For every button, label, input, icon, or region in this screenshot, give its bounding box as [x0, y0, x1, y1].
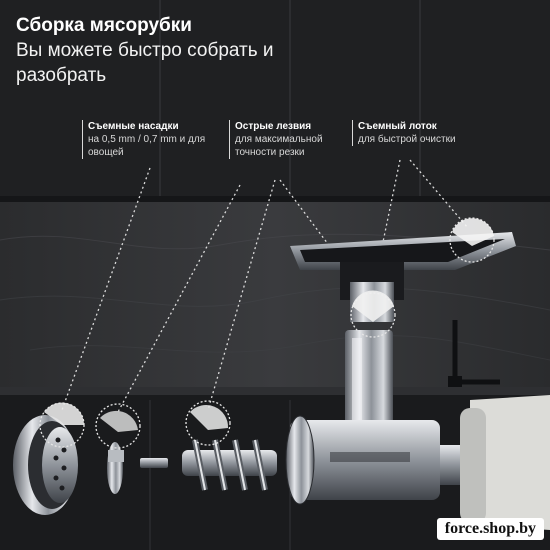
motor-housing: [470, 395, 550, 530]
callout-title: Съемный лоток: [358, 121, 437, 132]
upper-cabinets: [0, 0, 550, 200]
highlight-fills: [44, 218, 494, 432]
watermark: force.shop.by: [436, 518, 544, 540]
callout-blades: Острые лезвия для максимальной точности …: [229, 120, 345, 159]
page-subtitle: Вы можете быстро собрать и разобрать: [16, 40, 274, 86]
callout-title: Острые лезвия: [235, 121, 312, 132]
page-title: Сборка мясорубки: [16, 15, 192, 36]
callout-title: Съемные насадки: [88, 121, 179, 132]
callout-description: на 0,5 mm / 0,7 mm и для овощей: [88, 134, 206, 158]
callout-description: для максимальной точности резки: [235, 134, 323, 158]
cutting-blade: [107, 442, 124, 494]
callout-attachments: Съемные насадки на 0,5 mm / 0,7 mm и для…: [82, 120, 228, 159]
grinding-plate: [13, 415, 78, 515]
callout-description: для быстрой очистки: [358, 134, 456, 145]
callout-tray: Съемный лоток для быстрой очистки: [352, 120, 478, 146]
auger: [182, 439, 277, 491]
small-pin: [140, 458, 168, 468]
